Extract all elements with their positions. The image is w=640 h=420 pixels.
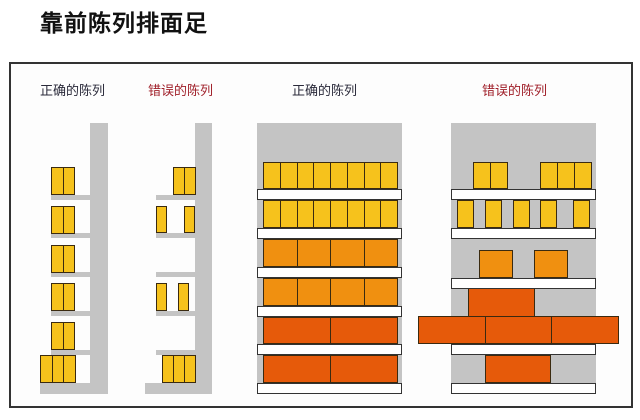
product-box	[263, 355, 331, 383]
product-box	[540, 162, 558, 189]
product-box	[279, 200, 298, 228]
shelf-board	[257, 344, 402, 355]
product-box	[62, 206, 75, 234]
shelf-board	[51, 233, 90, 238]
product-box	[330, 317, 398, 344]
product-box	[484, 316, 552, 344]
product-box	[263, 239, 298, 267]
product-box	[573, 200, 590, 228]
shelf-board	[51, 311, 90, 316]
product-box	[330, 200, 348, 228]
product-box	[330, 278, 365, 306]
product-box	[296, 239, 331, 267]
product-box	[330, 355, 398, 383]
page-title: 靠前陈列排面足	[40, 11, 208, 37]
product-box	[473, 162, 491, 189]
product-box	[62, 245, 75, 273]
shelf-board	[257, 189, 402, 200]
product-box	[63, 355, 76, 383]
product-box	[363, 278, 398, 306]
shelf-board	[257, 267, 402, 278]
product-box	[346, 162, 365, 189]
shelf-base	[145, 383, 212, 394]
label-wrong-side-shelf: 错误的陈列	[148, 84, 214, 99]
product-box	[178, 283, 189, 311]
product-box	[156, 206, 167, 233]
shelf-board	[156, 350, 195, 355]
shelf-board	[451, 278, 596, 289]
shelf-base	[40, 383, 108, 394]
product-box	[380, 162, 398, 189]
product-box	[184, 206, 195, 233]
product-box	[485, 200, 502, 228]
shelf-board	[156, 311, 195, 316]
product-box	[184, 167, 196, 195]
product-box	[263, 200, 281, 228]
product-box	[313, 200, 331, 228]
product-box	[380, 200, 398, 228]
product-box	[346, 200, 365, 228]
product-box	[184, 355, 196, 383]
product-box	[296, 278, 331, 306]
product-box	[534, 250, 568, 278]
shelf-board	[51, 195, 90, 200]
product-box	[62, 167, 75, 195]
product-box	[363, 239, 398, 267]
product-box	[557, 162, 575, 189]
product-box	[457, 200, 474, 228]
product-box	[263, 278, 298, 306]
shelf-board	[156, 272, 195, 277]
product-box	[330, 239, 365, 267]
product-box	[363, 162, 382, 189]
product-box	[485, 355, 551, 383]
shelf-board	[156, 195, 195, 200]
product-box	[418, 316, 486, 344]
product-box	[468, 288, 535, 317]
shelf-board	[257, 306, 402, 317]
product-box	[363, 200, 382, 228]
shelf-post	[195, 123, 212, 394]
product-box	[263, 162, 281, 189]
product-box	[296, 200, 315, 228]
product-box	[513, 200, 530, 228]
shelf-board	[257, 383, 402, 394]
label-correct-side-shelf: 正确的陈列	[40, 84, 106, 99]
shelf-board	[257, 228, 402, 239]
product-box	[279, 162, 298, 189]
shelf-board	[51, 350, 90, 355]
product-box	[540, 200, 557, 228]
product-box	[313, 162, 331, 189]
product-box	[490, 162, 508, 189]
label-correct-front-shelf: 正确的陈列	[292, 84, 358, 99]
shelf-board	[156, 233, 195, 238]
product-box	[62, 283, 75, 311]
shelf-board	[451, 383, 596, 394]
shelf-board	[451, 228, 596, 239]
product-box	[263, 317, 331, 344]
product-box	[479, 250, 513, 278]
product-box	[330, 162, 348, 189]
shelf-board	[451, 344, 596, 355]
product-box	[574, 162, 592, 189]
shelf-post	[90, 123, 108, 394]
shelf-board	[451, 189, 596, 200]
product-box	[296, 162, 315, 189]
label-wrong-front-shelf: 错误的陈列	[482, 84, 548, 99]
product-box	[551, 316, 619, 344]
product-box	[156, 283, 167, 311]
product-box	[62, 322, 75, 350]
shelf-board	[51, 272, 90, 277]
